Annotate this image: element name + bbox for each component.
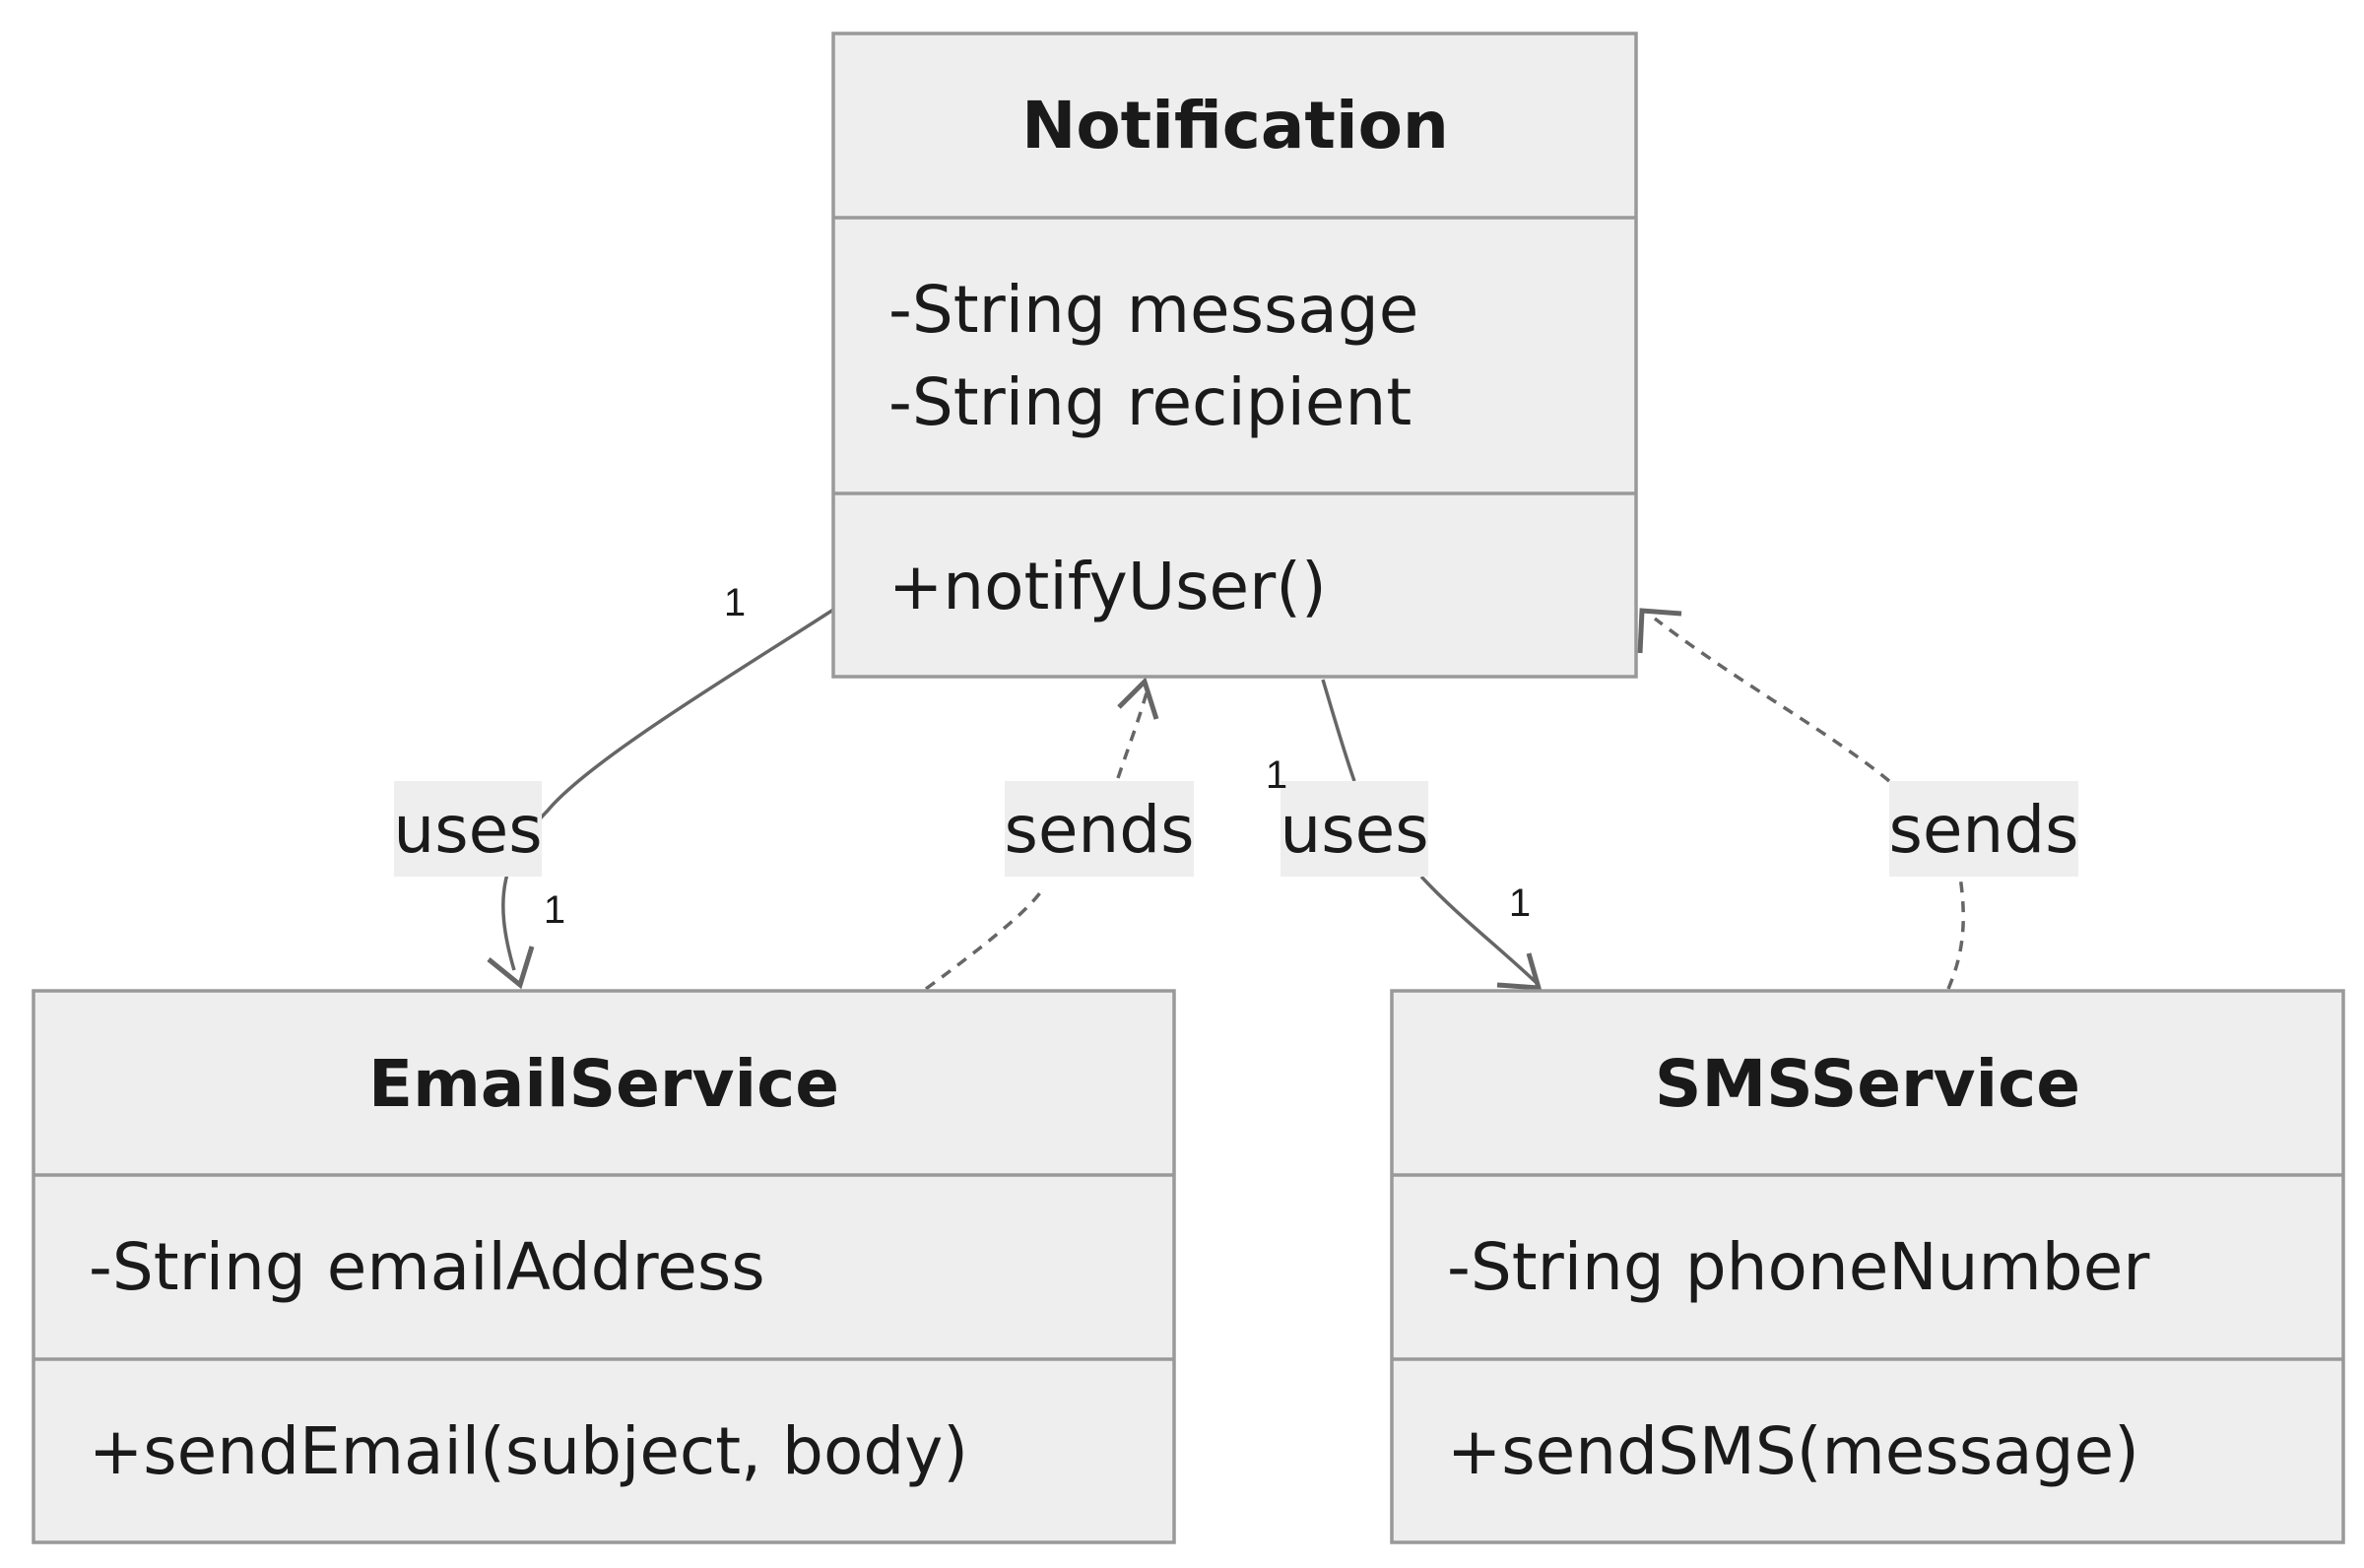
edge-notification-uses-smsservice: uses 1 1 [1266,679,1543,991]
edge-label: sends [1888,792,2078,868]
edge-label: uses [1280,792,1428,868]
class-name: Notification [1021,88,1449,163]
edge-line [1321,679,1539,985]
edge-label: sends [1004,792,1194,868]
edge-label-background [394,781,542,877]
multiplicity-target: 1 [544,888,565,932]
class-method: +sendEmail(subject, body) [89,1413,968,1489]
arrowhead-open-icon [1637,608,1682,654]
arrowhead-open-icon [1496,952,1543,991]
edge-emailservice-sends-notification: sends [924,677,1195,991]
class-name: SMSService [1655,1046,2080,1122]
class-frame [831,32,1638,679]
edge-label: uses [393,792,542,868]
class-smsservice[interactable]: SMSService -String phoneNumber +sendSMS(… [1390,989,2345,1544]
class-attribute: -String emailAddress [89,1229,765,1305]
class-attribute: -String message [888,272,1418,348]
edge-label-background [1889,781,2078,877]
class-method: +sendSMS(message) [1447,1413,2139,1489]
multiplicity-source: 1 [724,581,746,624]
class-frame [1390,989,2345,1544]
class-name: EmailService [368,1046,839,1122]
class-notification[interactable]: Notification -String message -String rec… [831,32,1638,679]
class-emailservice[interactable]: EmailService -String emailAddress +sendE… [32,989,1176,1544]
edge-label-background [1005,781,1194,877]
class-attribute: -String recipient [888,364,1412,440]
arrowhead-open-icon [1117,677,1159,720]
multiplicity-source: 1 [1266,753,1287,797]
edge-line [924,688,1149,991]
edge-notification-uses-emailservice: uses 1 1 [393,581,834,990]
arrowhead-open-icon [487,946,535,990]
edge-smsservice-sends-notification: sends [1637,608,2079,990]
class-frame [32,989,1176,1544]
edge-label-background [1280,781,1428,877]
class-method: +notifyUser() [888,549,1327,624]
edge-line [501,608,834,971]
class-attribute: -String phoneNumber [1447,1229,2150,1305]
multiplicity-target: 1 [1509,882,1531,925]
edge-line [1653,617,1965,990]
